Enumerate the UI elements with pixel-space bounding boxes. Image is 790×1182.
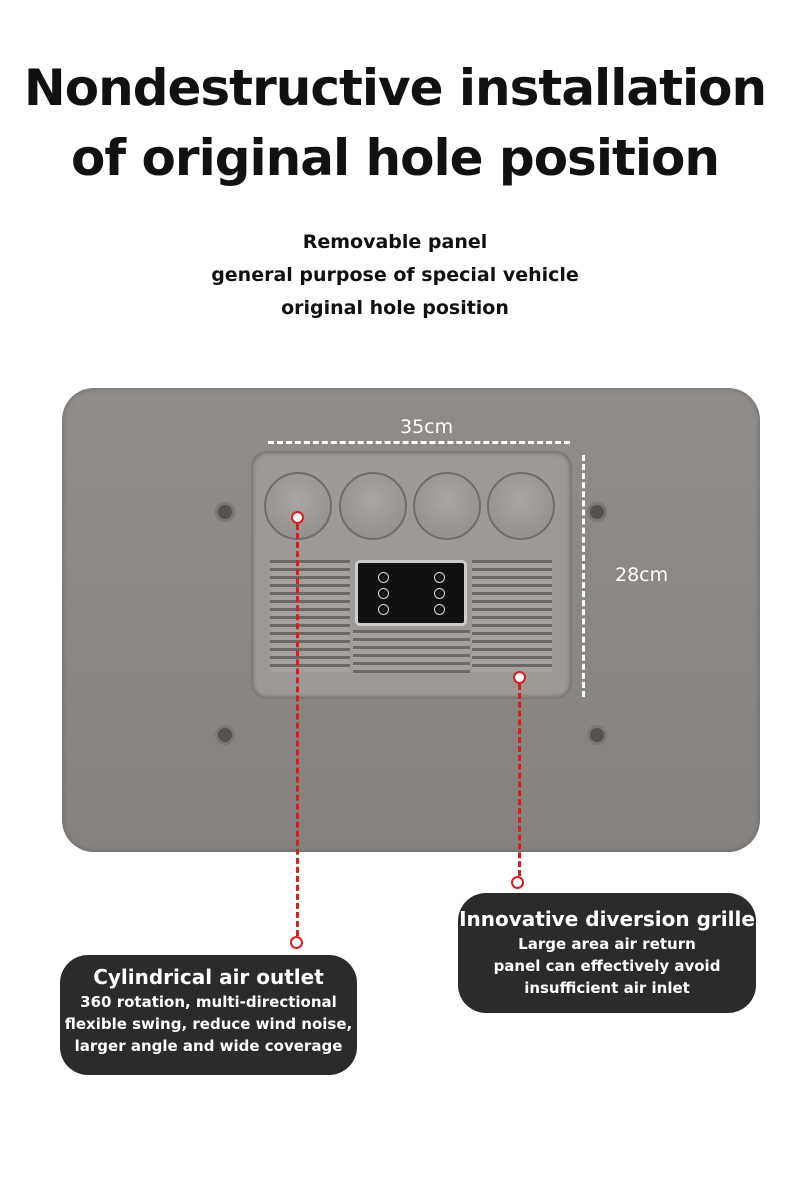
subtitle-line-2: general purpose of special vehicle bbox=[211, 264, 579, 286]
callout-title: Cylindrical air outlet bbox=[93, 965, 324, 989]
screw-hole bbox=[590, 728, 604, 742]
callout-air-outlet: Cylindrical air outlet 360 rotation, mul… bbox=[60, 955, 357, 1075]
air-outlet-vent bbox=[487, 472, 555, 540]
height-label: 28cm bbox=[615, 564, 669, 586]
power-button bbox=[378, 572, 389, 583]
control-display bbox=[355, 560, 467, 626]
screw-hole bbox=[218, 505, 232, 519]
return-grille-left bbox=[270, 560, 350, 672]
return-grille-center bbox=[353, 630, 470, 674]
grille-leader-line bbox=[518, 684, 521, 876]
callout-line: panel can effectively avoid bbox=[493, 957, 721, 975]
headline-line-1: Nondestructive installation bbox=[23, 59, 767, 117]
screw-hole bbox=[590, 505, 604, 519]
callout-line: flexible swing, reduce wind noise, bbox=[64, 1015, 353, 1033]
mode-button bbox=[434, 572, 445, 583]
plus-button bbox=[434, 588, 445, 599]
up-button bbox=[378, 588, 389, 599]
air-outlet-vent bbox=[413, 472, 481, 540]
callout-line: Large area air return bbox=[518, 935, 696, 953]
outlet-leader-line bbox=[296, 524, 299, 936]
width-label: 35cm bbox=[400, 416, 454, 438]
headline-line-2: of original hole position bbox=[71, 129, 720, 187]
callout-line: insufficient air inlet bbox=[524, 979, 690, 997]
air-outlet-vent bbox=[339, 472, 407, 540]
callout-diversion-grille: Innovative diversion grille Large area a… bbox=[458, 893, 756, 1013]
minus-button bbox=[434, 604, 445, 615]
subtitle-line-1: Removable panel bbox=[302, 231, 488, 253]
callout-line: larger angle and wide coverage bbox=[74, 1037, 343, 1055]
grille-marker-start bbox=[513, 671, 526, 684]
callout-title: Innovative diversion grille bbox=[459, 907, 755, 931]
grille-marker-end bbox=[511, 876, 524, 889]
callout-line: 360 rotation, multi-directional bbox=[80, 993, 337, 1011]
subtitle-line-3: original hole position bbox=[281, 297, 509, 319]
screw-hole bbox=[218, 728, 232, 742]
outlet-marker-end bbox=[290, 936, 303, 949]
down-button bbox=[378, 604, 389, 615]
height-dimension-line bbox=[582, 455, 585, 697]
outlet-marker-start bbox=[291, 511, 304, 524]
width-dimension-line bbox=[268, 441, 570, 444]
return-grille-right bbox=[472, 560, 552, 672]
